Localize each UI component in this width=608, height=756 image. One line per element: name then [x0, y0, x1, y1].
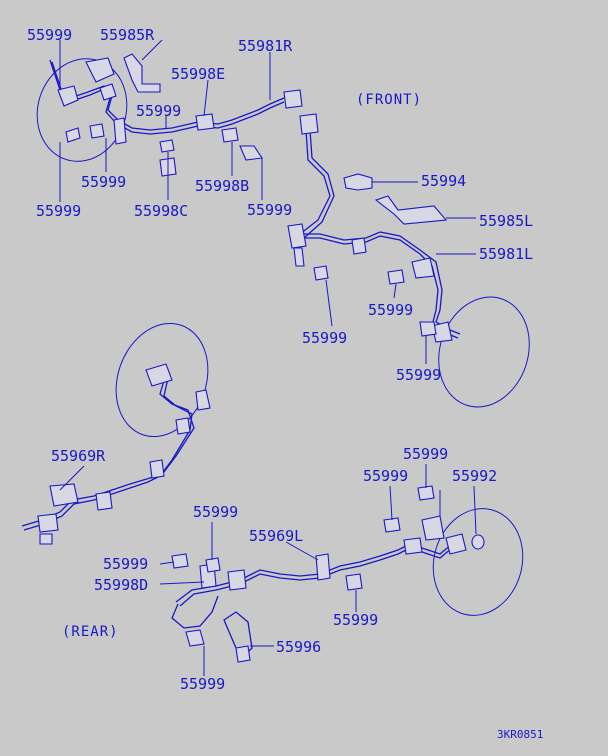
clip-55994 — [343, 173, 373, 191]
front-left-sensor-harness — [298, 129, 461, 335]
part-label-55999: 55999 — [302, 329, 348, 347]
drawing-code: 3KR0851 — [497, 728, 544, 741]
part-label-55999: 55999 — [180, 675, 226, 693]
rear-note: (REAR) — [62, 624, 119, 640]
part-label-55999: 55999 — [368, 301, 414, 319]
front-right-sensor-harness — [49, 59, 285, 131]
part-label-55999: 55999 — [36, 202, 82, 220]
part-label-55994: 55994 — [421, 172, 467, 190]
part-label-55999: 55999 — [81, 173, 127, 191]
part-label-55999: 55999 — [27, 26, 73, 44]
part-label-55999: 55999 — [333, 611, 379, 629]
grommet-55992 — [471, 534, 485, 550]
part-label-55969R: 55969R — [51, 447, 106, 465]
front-note: (FRONT) — [356, 92, 423, 108]
part-label-55998D: 55998D — [94, 576, 149, 594]
bracket-55985L — [374, 195, 448, 225]
part-label-55999: 55999 — [396, 366, 442, 384]
part-label-55999: 55999 — [403, 445, 449, 463]
part-label-55996: 55996 — [276, 638, 322, 656]
part-label-55998E: 55998E — [171, 65, 226, 83]
part-label-55998C: 55998C — [134, 202, 189, 220]
front-right-brake-disc — [36, 58, 128, 162]
part-label-55998B: 55998B — [195, 177, 250, 195]
rear-left-brake-disc — [432, 508, 524, 616]
part-label-55969L: 55969L — [249, 527, 304, 545]
bracket-55985R — [123, 53, 161, 93]
part-label-55981L: 55981L — [479, 245, 534, 263]
part-label-55999: 55999 — [247, 201, 293, 219]
part-label-55999: 55999 — [363, 467, 409, 485]
front-left-brake-disc — [438, 296, 530, 408]
part-label-55999: 55999 — [136, 102, 182, 120]
part-label-55985R: 55985R — [100, 26, 155, 44]
part-label-55992: 55992 — [452, 467, 498, 485]
part-label-55981R: 55981R — [238, 37, 293, 55]
part-label-55999: 55999 — [193, 503, 239, 521]
part-label-55985L: 55985L — [479, 212, 534, 230]
part-label-55999: 55999 — [103, 555, 149, 573]
